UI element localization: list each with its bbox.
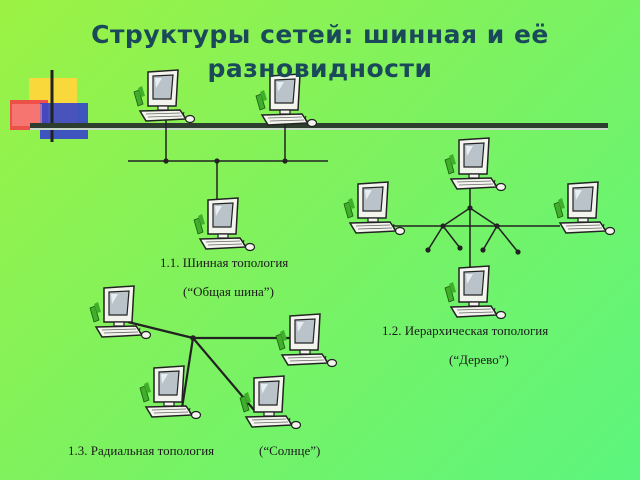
computer-icon <box>444 265 507 320</box>
computer-icon <box>139 365 202 420</box>
computer-icon <box>89 285 152 340</box>
title-rule-highlight <box>30 128 608 130</box>
star-topology <box>89 285 338 430</box>
computer-icon <box>444 137 507 192</box>
computer-icon <box>193 197 256 252</box>
bus-caption: 1.1. Шинная топология <box>160 255 289 270</box>
decor-squares-icon <box>10 70 88 142</box>
bus-topology <box>128 69 328 252</box>
slide-title-line1: Структуры сетей: шинная и её <box>91 20 549 49</box>
star-caption-alt: (“Солнце”) <box>259 443 321 458</box>
computer-icon <box>239 375 302 430</box>
computer-icon <box>553 181 616 236</box>
computer-icon <box>275 313 338 368</box>
tree-caption: 1.2. Иерархическая топология <box>382 323 549 338</box>
slide-title-line2: разновидности <box>207 54 433 83</box>
bus-caption-alt: (“Общая шина”) <box>183 284 274 299</box>
tree-caption-alt: (“Дерево”) <box>449 352 509 367</box>
title-rule <box>30 123 608 128</box>
star-caption: 1.3. Радиальная топология <box>68 443 215 458</box>
tree-topology <box>343 137 616 320</box>
